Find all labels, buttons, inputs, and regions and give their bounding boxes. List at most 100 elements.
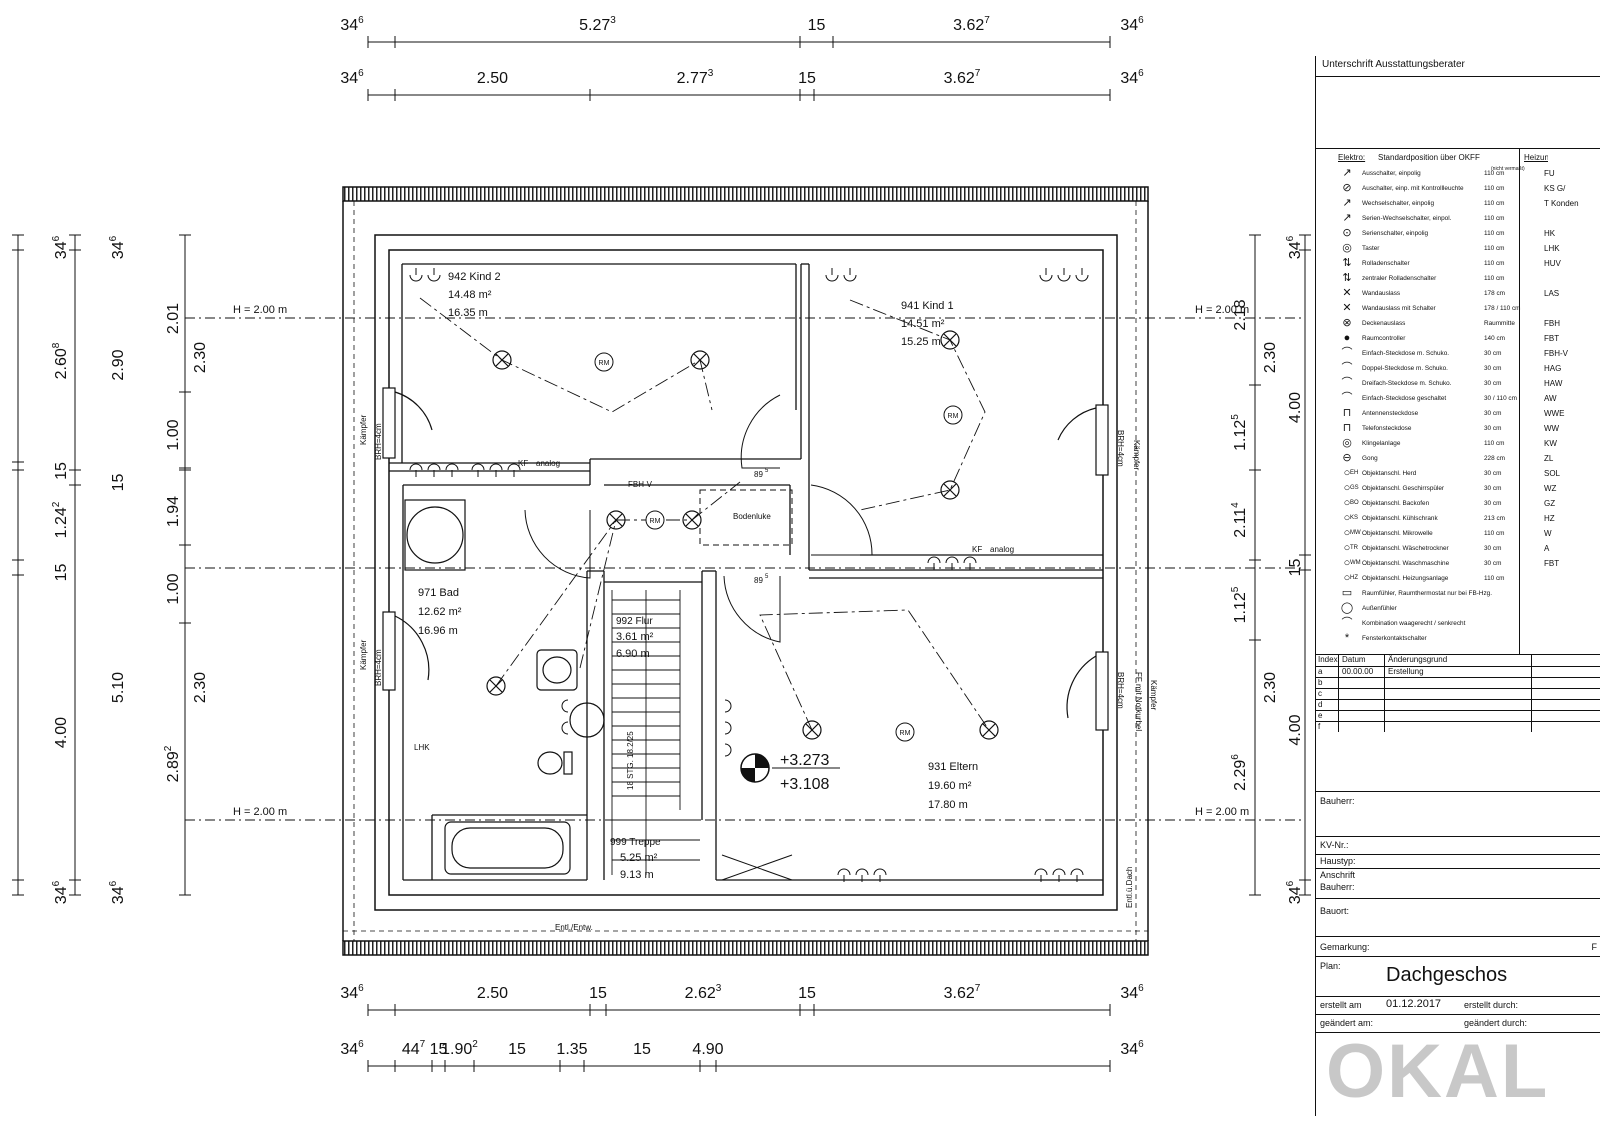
heating-code: HUV	[1544, 259, 1561, 268]
heating-code: HAW	[1544, 379, 1563, 388]
change-table-cell: f	[1318, 722, 1321, 731]
dimension-label: 15	[808, 17, 826, 34]
rm-label: RM	[948, 413, 959, 420]
stair-label: 18 STG. 18.2/25	[626, 731, 635, 790]
legend-label: Serienschalter, einpolig	[1362, 230, 1429, 237]
heating-code: ZL	[1544, 454, 1554, 463]
heating-code: KW	[1544, 439, 1557, 448]
antenna-socket-icon: ⊓	[1342, 407, 1352, 419]
dimension-label: 346	[340, 15, 364, 34]
phone-socket-icon: ⊓	[1342, 422, 1352, 434]
room-flur-name: 992 Flur	[616, 616, 653, 627]
field-anschrift-bauherr: Bauherr:	[1320, 882, 1355, 892]
dimension-label: 15	[589, 985, 607, 1002]
dimension-label: 346	[108, 235, 127, 259]
connection-icon: ○	[1343, 482, 1351, 494]
room-flur-area: 3.61 m²	[616, 631, 654, 643]
legend-height: 110 cm	[1484, 245, 1505, 252]
two-way-switch-icon: ↗	[1342, 197, 1352, 209]
legend-note: (nicht vermaßt)	[1491, 166, 1525, 172]
door-width-sup: 5	[765, 574, 769, 580]
room-bad-perimeter: 16.96 m	[418, 625, 458, 637]
legend-height: 140 cm	[1484, 335, 1505, 342]
heating-code: AW	[1544, 394, 1557, 403]
room-bad-name: 971 Bad	[418, 587, 459, 599]
kaempfer-label: Kämpfer	[1149, 680, 1158, 711]
title-block: Unterschrift Ausstattungsberater Elektro…	[1315, 56, 1600, 1116]
dimension-label: 346	[1120, 68, 1144, 87]
heating-code: FU	[1544, 169, 1555, 178]
dimension-label: 4.00	[1287, 392, 1304, 423]
series-switch-icon: ⊙	[1342, 227, 1352, 239]
rm-label: RM	[650, 518, 661, 525]
room-kind1-name: 941 Kind 1	[901, 300, 954, 312]
dimension-label: 15	[798, 985, 816, 1002]
switch-light-icon: ⊘	[1342, 182, 1352, 194]
doorbell-icon: ◎	[1342, 437, 1352, 449]
room-bad-area: 12.62 m²	[418, 606, 462, 618]
kf-label: KF	[972, 545, 982, 554]
legend-tag: EH	[1350, 470, 1359, 476]
room-controller-icon: ●	[1343, 332, 1351, 344]
dimension-label: 2.50	[477, 70, 508, 87]
dimension-label: 346	[51, 880, 70, 904]
dimension-label: 346	[340, 68, 364, 87]
rm-label: RM	[599, 360, 610, 367]
advisor-signature-label: Unterschrift Ausstattungsberater	[1322, 59, 1465, 70]
combination-icon: ⌒	[1341, 617, 1353, 629]
legend-height: 110 cm	[1484, 170, 1505, 177]
staircase	[611, 590, 700, 875]
change-table-cell: Erstellung	[1388, 667, 1424, 676]
legend-height: 178 cm	[1484, 290, 1505, 297]
heating-code: WW	[1544, 424, 1560, 433]
legend-label: Einfach-Steckdose geschaltet	[1362, 395, 1447, 402]
brh-label: BRH=4cm	[374, 423, 383, 460]
ceiling-outlet-icon: ⊗	[1342, 317, 1352, 329]
legend-height: 30 cm	[1484, 470, 1502, 477]
legend-item: ▭Raumfühler, Raumthermostat nur bei FB-H…	[1336, 586, 1596, 601]
kaempfer-label: Kämpfer	[359, 639, 368, 670]
dimension-label: 5.273	[579, 15, 616, 34]
plan-title: Dachgeschos	[1386, 964, 1508, 986]
legend-item: ◯Außenfühler	[1336, 601, 1596, 616]
attic-hatch	[699, 489, 793, 546]
single-socket-icon: ⌒	[1341, 347, 1353, 359]
door-width-label: 89	[754, 576, 763, 585]
switch-icon: ↗	[1342, 167, 1352, 179]
heating-code: FBH	[1544, 319, 1560, 328]
ff-notkurbel-label: FF mit Notkurbel	[1134, 672, 1143, 731]
legend-subheading: Standardposition über OKFF	[1378, 153, 1480, 162]
dimension-label: 2.30	[192, 342, 209, 373]
legend-tag: BO	[1350, 500, 1359, 506]
dimension-label: 15	[53, 462, 70, 480]
connection-icon: ○	[1343, 512, 1351, 524]
field-erstellt-am: erstellt am	[1320, 1000, 1362, 1010]
heating-code: WWE	[1544, 409, 1565, 418]
heating-code: HAG	[1544, 364, 1562, 373]
legend-height: 178 / 110 cm	[1484, 305, 1521, 312]
series-two-way-switch-icon: ↗	[1342, 212, 1352, 224]
legend-height: 110 cm	[1484, 440, 1505, 447]
legend-height: 228 cm	[1484, 455, 1505, 462]
dimension-label: 2.608	[51, 342, 70, 379]
ceiling-outlet-icons	[486, 330, 999, 740]
legend-label: Fensterkontaktschalter	[1362, 635, 1427, 642]
legend-label: Antennensteckdose	[1362, 410, 1419, 417]
legend-item: ⊗ Deckenauslass Raummitte FBH	[1336, 316, 1596, 331]
button-icon: ◎	[1342, 242, 1352, 254]
legend-label: Wechselschalter, einpolig	[1362, 200, 1434, 207]
dimension-label: 3.627	[944, 68, 981, 87]
legend-label: Deckenauslass	[1362, 320, 1406, 327]
legend-label: Objektanschl. Geschirrspüler	[1362, 485, 1445, 492]
dimension-label: 4.00	[53, 717, 70, 748]
connection-icon: ○	[1343, 542, 1351, 554]
legend-label: Ausschalter, einpolig	[1362, 170, 1421, 177]
legend-label: Gong	[1362, 455, 1378, 462]
legend-height: Raummitte	[1484, 320, 1515, 327]
change-table-header: Datum	[1342, 655, 1366, 664]
heating-code: GZ	[1544, 499, 1556, 508]
